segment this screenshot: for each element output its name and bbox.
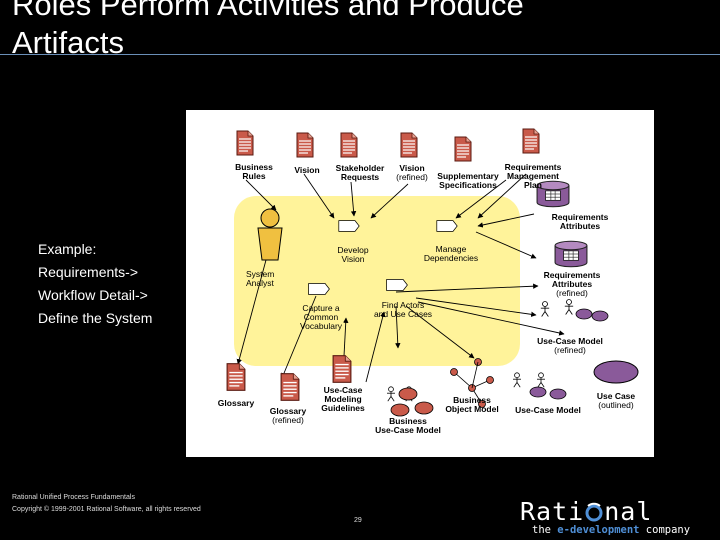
label-stakeholder-requests: Stakeholder Requests — [335, 163, 385, 182]
side-note-line-4: Define the System — [38, 310, 153, 326]
business-object-model-graphic — [450, 358, 494, 408]
activity-icon — [436, 220, 458, 232]
worker-icon — [257, 208, 283, 261]
workflow-diagram: Business Rules Vision Stakeholder Reques… — [186, 110, 654, 457]
footer-course-title: Rational Unified Process Fundamentals — [12, 494, 135, 501]
label-vision-refined: Vision (refined) — [396, 163, 428, 182]
label-glossary: Glossary — [217, 398, 255, 408]
use-case-model-refined-graphic — [540, 299, 609, 322]
document-icon — [226, 362, 246, 392]
logo-o-icon — [585, 502, 603, 522]
document-icon — [400, 132, 418, 158]
logo-tagline: the e-development company — [532, 524, 691, 536]
label-glossary-refined: Glossary (refined) — [269, 406, 307, 425]
label-role-system-analyst: System Analyst — [246, 269, 275, 288]
label-vision: Vision — [294, 165, 320, 175]
document-icon — [296, 132, 314, 158]
page-number: 29 — [354, 517, 362, 524]
activity-icon — [338, 220, 360, 232]
footer: Rational Unified Process Fundamentals Co… — [12, 492, 201, 516]
document-icon — [332, 354, 352, 384]
use-case-ellipse-icon — [593, 360, 639, 384]
workflow-diagram-graphics — [226, 128, 639, 417]
title-divider — [0, 54, 720, 55]
side-note-line-2: Requirements-> — [38, 264, 138, 280]
slide-title: Roles Perform Activities and Produce Art… — [12, 0, 712, 62]
flow-arrows — [236, 173, 565, 383]
document-icon — [280, 372, 300, 402]
label-business-object-model: Business Object Model — [445, 395, 499, 414]
activity-icon — [308, 282, 330, 296]
activity-area — [234, 196, 520, 366]
label-capture-vocabulary: Capture a Common Vocabulary — [299, 303, 343, 331]
label-business-use-case-model: Business Use-Case Model — [375, 416, 441, 435]
slide-title-line-2: Artifacts — [12, 25, 124, 60]
activity-icon — [386, 278, 408, 292]
label-manage-dependencies: Manage Dependencies — [423, 244, 479, 263]
use-case-model-graphic — [512, 372, 567, 400]
slide-title-line-1: Roles Perform Activities and Produce — [12, 0, 524, 22]
document-icon — [340, 132, 358, 158]
label-use-case-outlined: Use Case (outlined) — [596, 391, 636, 410]
side-note-line-3: Workflow Detail-> — [38, 287, 148, 303]
label-supplementary-specifications: Supplementary Specifications — [437, 171, 499, 190]
label-business-rules: Business Rules — [235, 162, 273, 181]
label-requirements-management-plan: Requirements Management Plan — [504, 162, 562, 190]
document-icon — [236, 130, 254, 156]
label-requirements-attributes: Requirements Attributes — [551, 212, 609, 231]
document-icon — [522, 128, 540, 154]
label-requirements-attributes-refined: Requirements Attributes (refined) — [543, 270, 601, 298]
label-use-case-model-refined: Use-Case Model (refined) — [537, 336, 603, 355]
label-use-case-model: Use-Case Model — [515, 405, 581, 415]
document-icon — [454, 136, 472, 162]
business-use-case-model-graphic — [386, 386, 434, 417]
database-icon — [554, 240, 588, 268]
side-note-line-1: Example: — [38, 241, 97, 257]
footer-copyright: Copyright © 1999-2001 Rational Software,… — [12, 506, 201, 513]
label-develop-vision: Develop Vision — [337, 245, 369, 264]
label-use-case-modeling-guidelines: Use-Case Modeling Guidelines — [321, 385, 365, 413]
label-find-actors: Find Actors and Use Cases — [373, 300, 433, 319]
side-note: Example: Requirements-> Workflow Detail-… — [38, 238, 152, 330]
